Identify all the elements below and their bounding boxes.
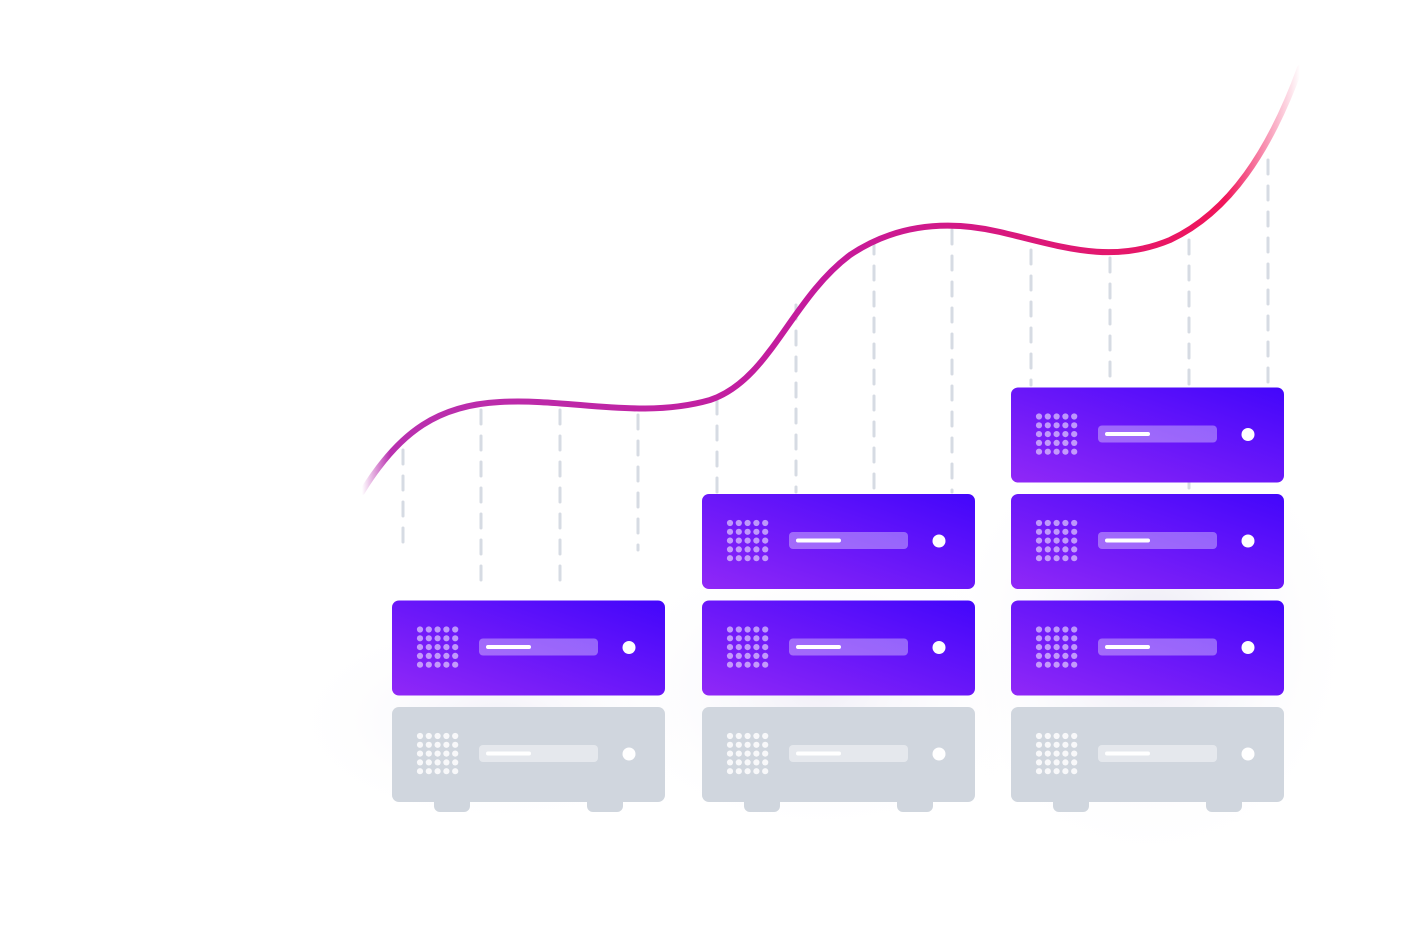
vent-grid-icon <box>726 626 769 668</box>
stack-1-unit-1 <box>392 600 665 696</box>
status-led-icon <box>932 534 946 548</box>
vent-grid-icon <box>1035 413 1078 455</box>
drive-slot-icon <box>1098 425 1217 443</box>
server-stacks <box>392 387 1284 812</box>
vent-grid-icon <box>1035 732 1078 775</box>
vent-grid-icon <box>726 732 769 775</box>
vent-grid-icon <box>1035 626 1078 668</box>
drive-slot-icon <box>789 532 908 549</box>
drive-slot-icon <box>479 745 598 762</box>
vent-grid-icon <box>416 626 459 668</box>
stack-2-base <box>702 707 975 812</box>
vent-grid-icon <box>1035 519 1078 562</box>
drive-slot-icon <box>789 638 908 656</box>
status-led-icon <box>1241 747 1255 761</box>
drive-slot-icon <box>1098 638 1217 656</box>
status-led-icon <box>1241 428 1255 441</box>
stack-3-unit-3 <box>1011 387 1284 483</box>
status-led-icon <box>932 747 946 761</box>
stack-2-unit-1 <box>702 600 975 696</box>
growth-curve-icon <box>359 65 1303 495</box>
status-led-icon <box>622 747 636 761</box>
status-led-icon <box>1241 534 1255 548</box>
vent-grid-icon <box>416 732 459 775</box>
stack-3-unit-1 <box>1011 600 1284 696</box>
stack-3-base <box>1011 707 1284 812</box>
status-led-icon <box>932 641 946 654</box>
stack-3-unit-2 <box>1011 494 1284 589</box>
status-led-icon <box>1241 641 1255 654</box>
stack-1-base <box>392 707 665 812</box>
drive-slot-icon <box>789 745 908 762</box>
status-led-icon <box>622 641 636 654</box>
vent-grid-icon <box>726 519 769 562</box>
stack-2-unit-2 <box>702 494 975 589</box>
drive-slot-icon <box>1098 532 1217 549</box>
drive-slot-icon <box>1098 745 1217 762</box>
drive-slot-icon <box>479 638 598 656</box>
